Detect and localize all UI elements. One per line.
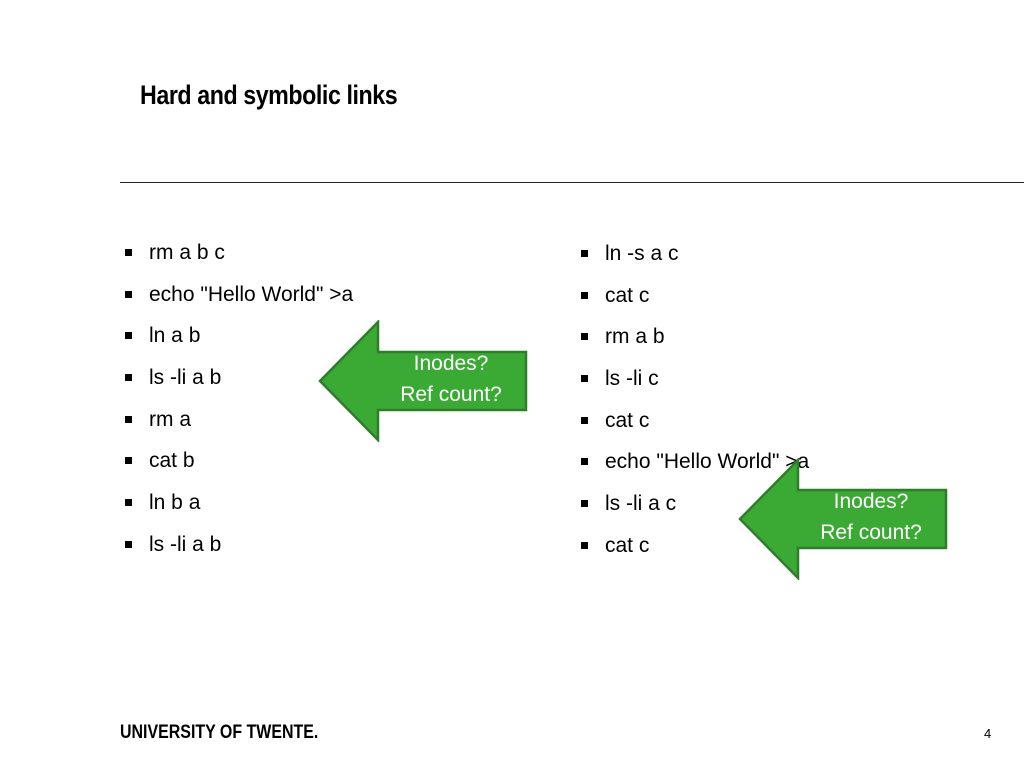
left-arrow-icon — [738, 458, 948, 580]
inodes-callout-arrow: Inodes? Ref count? — [738, 458, 950, 580]
list-item: cat c — [578, 408, 809, 450]
bullet-icon — [581, 500, 588, 508]
callout-line: Inodes? — [413, 352, 489, 375]
list-item: rm a b — [578, 324, 809, 366]
list-item-text: ls -li a b — [149, 532, 222, 556]
slide-title: Hard and symbolic links — [140, 80, 398, 110]
list-item-text: cat c — [605, 533, 650, 557]
list-item: cat b — [122, 448, 353, 490]
callout-line: Inodes? — [833, 490, 909, 513]
list-item: ls -li a b — [122, 532, 353, 574]
list-item: ls -li a c — [578, 491, 809, 533]
title-divider — [120, 182, 1024, 183]
list-item-text: cat c — [605, 408, 650, 432]
list-item-text: ln -s a c — [605, 242, 679, 265]
list-item-text: ln a b — [149, 324, 201, 348]
left-command-list: rm a b c echo "Hello World" >a ln a b ls… — [122, 240, 353, 574]
bullet-icon — [581, 333, 588, 341]
bullet-icon — [581, 250, 588, 257]
list-item-text: echo "Hello World" >a — [605, 450, 810, 474]
bullet-icon — [125, 290, 132, 298]
list-item-text: echo "Hello World" >a — [149, 282, 354, 306]
left-arrow-icon — [318, 320, 528, 442]
inodes-callout-arrow: Inodes? Ref count? — [318, 320, 530, 442]
bullet-icon — [125, 457, 132, 465]
list-item-text: rm a b c — [149, 241, 225, 264]
bullet-icon — [581, 458, 588, 466]
list-item-text: ls -li a c — [605, 492, 677, 516]
right-command-list: ln -s a c cat c rm a b ls -li c cat c ec… — [578, 241, 809, 575]
list-item: ln -s a c — [578, 241, 809, 283]
list-item: ls -li a b — [122, 365, 353, 407]
bullet-icon — [125, 374, 132, 382]
list-item-text: ls -li c — [605, 367, 659, 391]
list-item: cat c — [578, 283, 809, 325]
bullet-icon — [581, 541, 588, 549]
list-item-text: rm a — [149, 407, 191, 431]
bullet-icon — [581, 375, 588, 383]
list-item-text: ln b a — [149, 491, 201, 515]
list-item: ls -li c — [578, 366, 809, 408]
callout-line: Ref count? — [820, 521, 922, 544]
list-item-text: cat c — [605, 283, 650, 307]
bullet-icon — [581, 416, 588, 424]
list-item-text: ls -li a b — [149, 366, 222, 390]
bullet-icon — [125, 249, 132, 256]
bullet-icon — [125, 332, 132, 340]
list-item: echo "Hello World" >a — [578, 449, 809, 491]
list-item: echo "Hello World" >a — [122, 282, 353, 324]
list-item: cat c — [578, 533, 809, 575]
list-item: rm a b c — [122, 240, 353, 282]
bullet-icon — [581, 291, 588, 299]
page-number: 4 — [984, 726, 992, 741]
bullet-icon — [125, 540, 132, 548]
list-item: ln a b — [122, 323, 353, 365]
list-item-text: cat b — [149, 449, 195, 473]
callout-line: Ref count? — [400, 383, 502, 406]
bullet-icon — [125, 499, 132, 507]
university-logo: UNIVERSITY OF TWENTE. — [120, 722, 319, 743]
list-item: rm a — [122, 407, 353, 449]
bullet-icon — [125, 415, 132, 423]
list-item-text: rm a b — [605, 325, 665, 349]
list-item: ln b a — [122, 490, 353, 532]
